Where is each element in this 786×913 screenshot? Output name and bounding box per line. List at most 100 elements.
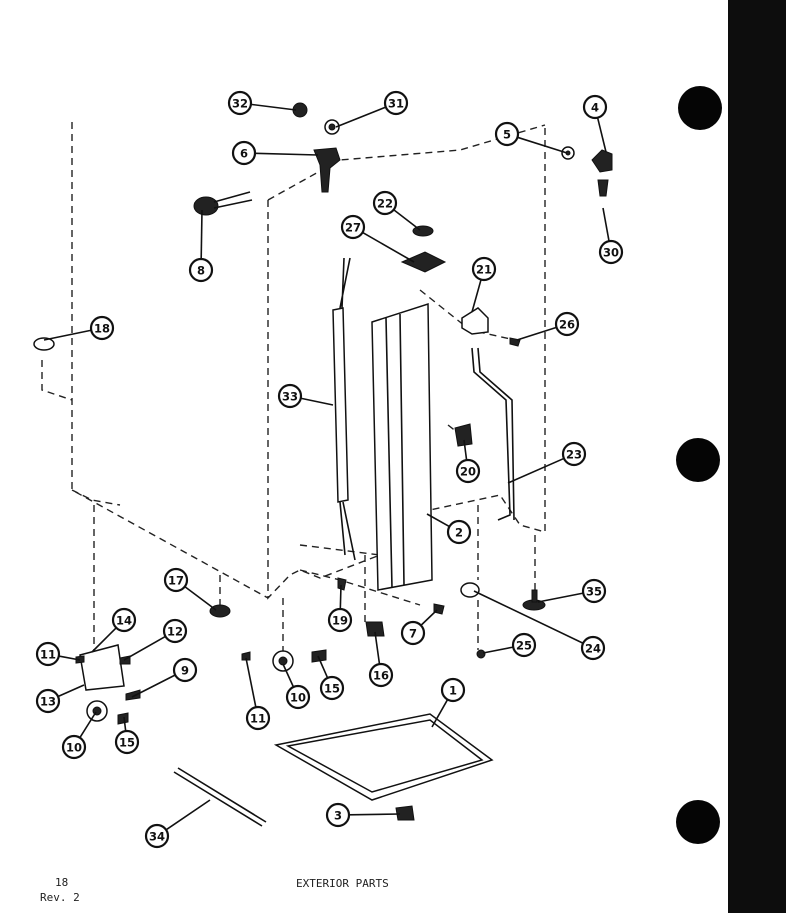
callout-7: 7 [400, 620, 426, 646]
leader-line-21 [471, 279, 482, 313]
callout-circle [319, 675, 345, 701]
leader-line-27 [362, 231, 415, 263]
callout-31: 31 [383, 90, 409, 116]
callout-number: 6 [240, 147, 248, 161]
callout-32: 32 [227, 90, 253, 116]
callout-number: 31 [388, 97, 404, 111]
callout-number: 22 [377, 197, 393, 211]
leader-line-10 [282, 663, 295, 688]
callout-number: 21 [476, 263, 492, 277]
callout-number: 20 [460, 465, 476, 479]
callout-circle [227, 90, 253, 116]
callout-circle [61, 734, 87, 760]
callout-number: 30 [603, 246, 619, 260]
callout-circle [162, 618, 188, 644]
leader-line-34 [165, 799, 211, 831]
callout-number: 4 [591, 101, 599, 115]
leader-line-14 [91, 627, 117, 653]
callout-18: 18 [89, 315, 115, 341]
callout-6: 6 [231, 140, 257, 166]
callout-circle [172, 657, 198, 683]
callout-circle [383, 90, 409, 116]
scan-edge-bar [728, 0, 786, 913]
callout-circle [554, 311, 580, 337]
callout-9: 9 [172, 657, 198, 683]
callout-number: 10 [66, 741, 82, 755]
callout-15: 15 [319, 675, 345, 701]
leader-line-3 [348, 813, 401, 816]
leader-line-33 [300, 397, 334, 406]
leader-line-11 [245, 657, 257, 708]
leader-line-11 [58, 655, 81, 661]
leader-line-20 [463, 439, 468, 461]
callout-27: 27 [340, 214, 366, 240]
callout-number: 17 [168, 574, 184, 588]
leader-line-1 [431, 699, 449, 728]
leader-line-19 [339, 584, 342, 610]
callout-circle [581, 578, 607, 604]
callout-number: 11 [40, 648, 56, 662]
callout-24: 24 [580, 635, 606, 661]
binder-hole-top [678, 86, 722, 130]
callout-circle [455, 458, 481, 484]
callout-20: 20 [455, 458, 481, 484]
leader-line-15 [317, 655, 329, 679]
callout-number: 15 [324, 682, 340, 696]
callout-number: 18 [94, 322, 110, 336]
leader-line-8 [200, 209, 203, 260]
callout-circle [494, 121, 520, 147]
callout-15: 15 [114, 729, 140, 755]
callout-circle [446, 519, 472, 545]
callout-number: 15 [119, 736, 135, 750]
leader-line-23 [507, 457, 565, 484]
leader-line-24 [473, 590, 584, 644]
callout-number: 34 [149, 830, 165, 844]
leader-line-9 [131, 674, 176, 698]
callout-number: 1 [449, 684, 457, 698]
callout-number: 13 [40, 695, 56, 709]
leader-line-2 [426, 513, 450, 528]
callout-circle [35, 688, 61, 714]
callout-number: 32 [232, 97, 248, 111]
callout-number: 23 [566, 448, 582, 462]
callout-30: 30 [598, 239, 624, 265]
callout-number: 27 [345, 221, 361, 235]
leader-line-18 [43, 329, 92, 341]
callout-circle [400, 620, 426, 646]
callout-circle [372, 190, 398, 216]
callout-number: 2 [455, 526, 463, 540]
callout-26: 26 [554, 311, 580, 337]
callout-circle [582, 94, 608, 120]
leader-line-4 [596, 117, 607, 153]
section-title: EXTERIOR PARTS [296, 877, 389, 890]
callout-circle [471, 256, 497, 282]
callout-number: 10 [290, 691, 306, 705]
leader-line-15 [123, 716, 127, 732]
leader-line-13 [57, 684, 85, 698]
leader-line-31 [335, 106, 387, 128]
binder-hole-bottom [676, 800, 720, 844]
callout-circle [231, 140, 257, 166]
callout-number: 24 [585, 642, 601, 656]
leader-line-26 [516, 326, 557, 341]
callout-10: 10 [61, 734, 87, 760]
callout-circle [163, 567, 189, 593]
callout-number: 19 [332, 614, 348, 628]
callout-circle [561, 441, 587, 467]
callout-circle [440, 677, 466, 703]
callout-5: 5 [494, 121, 520, 147]
callout-16: 16 [368, 662, 394, 688]
leader-line-32 [250, 103, 297, 111]
callout-8: 8 [188, 257, 214, 283]
revision-label: Rev. 2 [40, 891, 80, 904]
callout-number: 12 [167, 625, 183, 639]
callout-4: 4 [582, 94, 608, 120]
callout-number: 26 [559, 318, 575, 332]
callout-17: 17 [163, 567, 189, 593]
callout-circle [368, 662, 394, 688]
callout-circle [327, 607, 353, 633]
callout-circle [144, 823, 170, 849]
callout-circle [114, 729, 140, 755]
